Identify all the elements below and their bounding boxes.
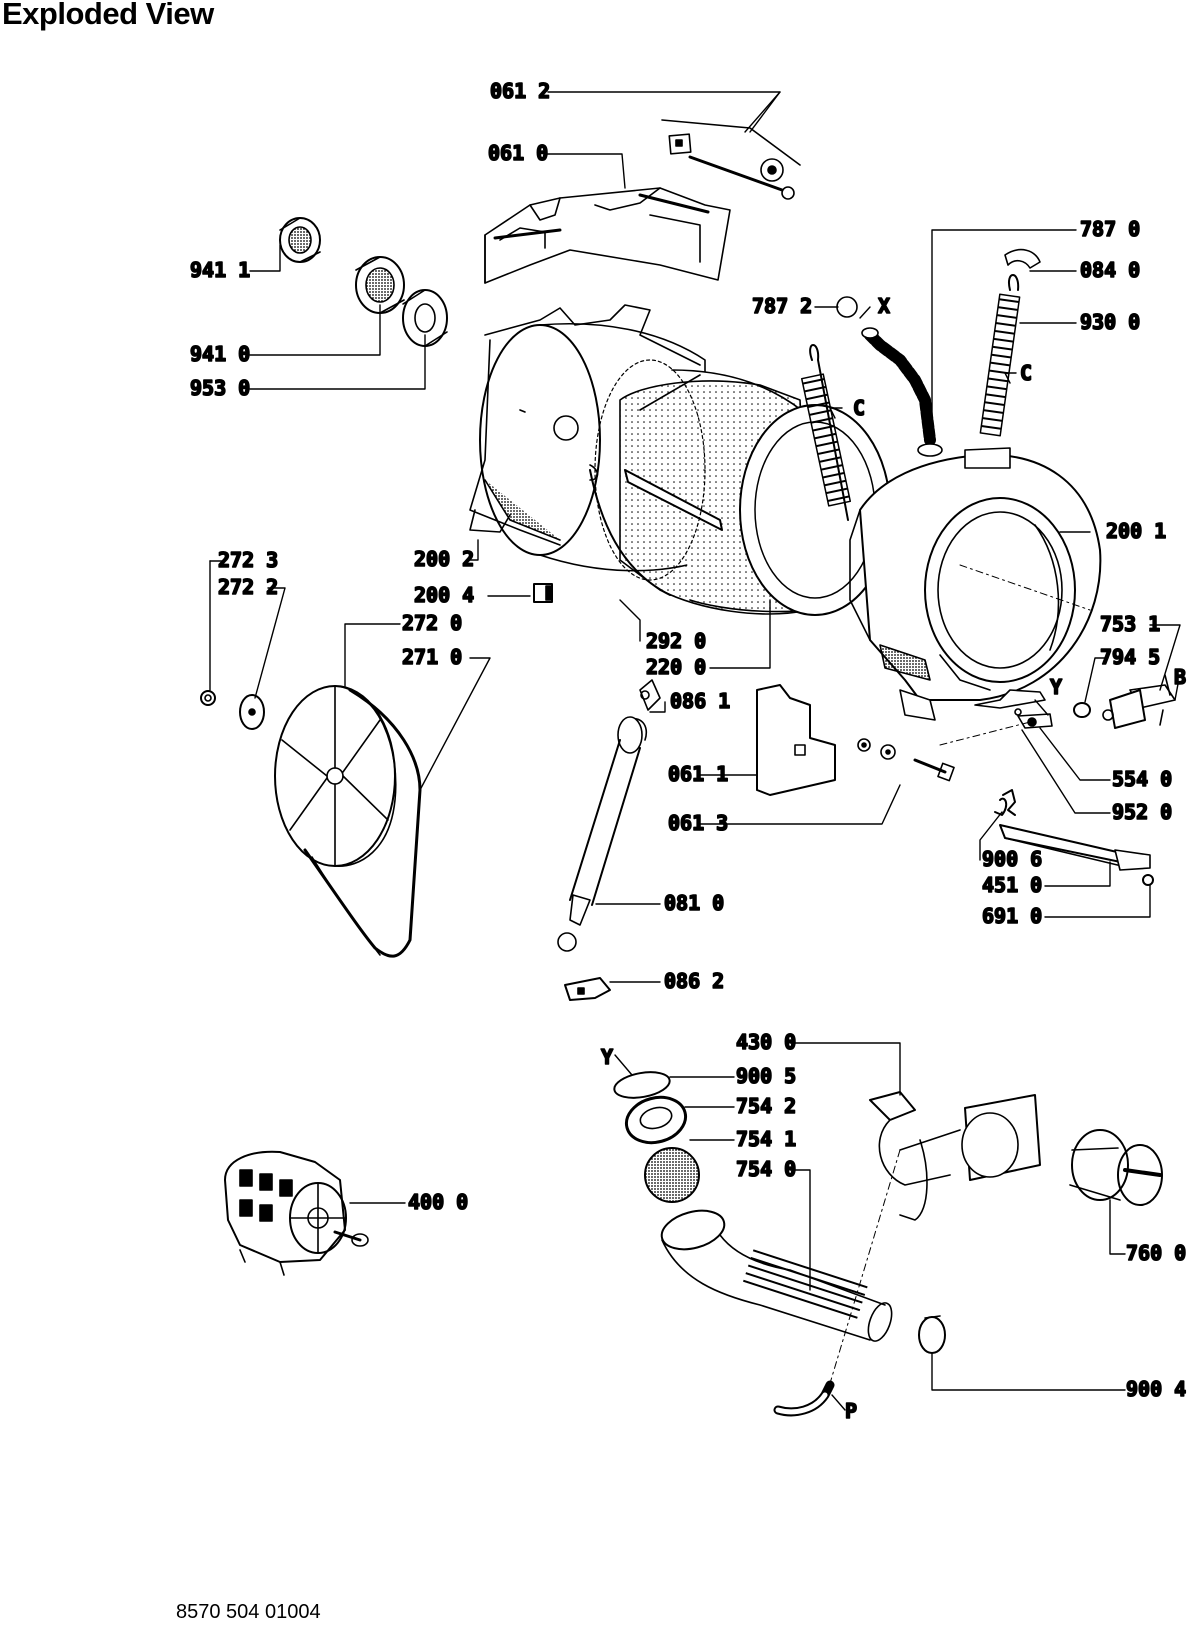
pulley-nut xyxy=(200,690,216,706)
pulley xyxy=(274,685,397,867)
letter-y-clamp: Y xyxy=(601,1045,613,1069)
belt xyxy=(303,688,422,958)
counterweight-front xyxy=(756,684,836,796)
label-754-2: 754 2 xyxy=(736,1094,796,1118)
letter-x: X xyxy=(878,294,890,318)
letter-b: B xyxy=(1174,665,1186,689)
label-086-2: 086 2 xyxy=(664,969,724,993)
grommet-794-5 xyxy=(1073,702,1091,718)
label-061-2: 061 2 xyxy=(490,79,550,103)
page-title: Exploded View xyxy=(2,0,214,31)
label-061-3: 061 3 xyxy=(668,811,728,835)
label-061-1: 061 1 xyxy=(668,762,728,786)
counterweight-top xyxy=(484,187,731,284)
sensor-554-0 xyxy=(1014,708,1053,729)
bolt-set xyxy=(857,738,955,782)
drain-pump xyxy=(869,1091,1041,1221)
label-200-4: 200 4 xyxy=(414,583,474,607)
clamp-900-5 xyxy=(613,1071,671,1099)
label-787-2: 787 2 xyxy=(752,294,812,318)
label-271-0: 271 0 xyxy=(402,645,462,669)
label-900-6: 900 6 xyxy=(982,847,1042,871)
label-200-1: 200 1 xyxy=(1106,519,1166,543)
hose-754-0 xyxy=(660,1209,893,1342)
label-200-2: 200 2 xyxy=(414,547,474,571)
bracket-900-6 xyxy=(1002,789,1016,816)
filter xyxy=(1069,1129,1163,1206)
bearing-941-1 xyxy=(279,217,321,263)
pulley-washer xyxy=(239,694,265,730)
label-754-1: 754 1 xyxy=(736,1127,796,1151)
dashed-guides xyxy=(827,564,1091,1391)
rear-tub xyxy=(469,304,706,572)
label-952-0: 952 0 xyxy=(1112,800,1172,824)
label-086-1: 086 1 xyxy=(670,689,730,713)
springs xyxy=(800,248,1041,521)
label-061-0: 061 0 xyxy=(488,141,548,165)
label-760-0: 760 0 xyxy=(1126,1241,1186,1265)
label-953-0: 953 0 xyxy=(190,376,250,400)
motor xyxy=(224,1150,369,1276)
label-220-0: 220 0 xyxy=(646,655,706,679)
label-691-0: 691 0 xyxy=(982,904,1042,928)
water-valve xyxy=(1102,674,1176,729)
ball-754-1 xyxy=(644,1147,700,1203)
label-900-4: 900 4 xyxy=(1126,1377,1186,1401)
vent-hose xyxy=(836,296,943,457)
label-900-5: 900 5 xyxy=(736,1064,796,1088)
shock-absorber xyxy=(557,679,661,952)
label-451-0: 451 0 xyxy=(982,873,1042,897)
mount-086-2 xyxy=(564,977,611,1001)
document-number: 8570 504 01004 xyxy=(176,1601,321,1623)
label-754-0: 754 0 xyxy=(736,1157,796,1181)
label-930-0: 930 0 xyxy=(1080,310,1140,334)
clamp-900-4 xyxy=(918,1315,946,1354)
letter-c-right: C xyxy=(1020,361,1032,385)
letter-callouts: X C C Y B Y P xyxy=(600,293,1187,1424)
leader-lines xyxy=(209,91,1181,1411)
label-787-0: 787 0 xyxy=(1080,217,1140,241)
label-272-0: 272 0 xyxy=(402,611,462,635)
hose-p xyxy=(773,1380,835,1417)
label-753-1: 753 1 xyxy=(1100,612,1160,636)
label-941-1: 941 1 xyxy=(190,258,250,282)
clip-200-4 xyxy=(533,583,553,603)
label-292-0: 292 0 xyxy=(646,629,706,653)
label-400-0: 400 0 xyxy=(408,1190,468,1214)
letter-y-tub: Y xyxy=(1050,675,1062,699)
seal-754-2 xyxy=(624,1095,688,1145)
heater xyxy=(994,797,1154,886)
label-272-2: 272 2 xyxy=(218,575,278,599)
label-554-0: 554 0 xyxy=(1112,767,1172,791)
label-084-0: 084 0 xyxy=(1080,258,1140,282)
letter-c-left: C xyxy=(853,396,865,420)
label-081-0: 081 0 xyxy=(664,891,724,915)
front-tub xyxy=(849,447,1102,721)
label-941-0: 941 0 xyxy=(190,342,250,366)
label-794-5: 794 5 xyxy=(1100,645,1160,669)
label-272-3: 272 3 xyxy=(218,548,278,572)
bearing-941-0 xyxy=(355,256,405,314)
top-bracket-parts xyxy=(661,119,801,200)
letter-p: P xyxy=(845,1399,857,1423)
label-430-0: 430 0 xyxy=(736,1030,796,1054)
part-labels: 061 2 061 0 941 1 941 0 953 0 787 0 084 … xyxy=(189,78,1187,1402)
